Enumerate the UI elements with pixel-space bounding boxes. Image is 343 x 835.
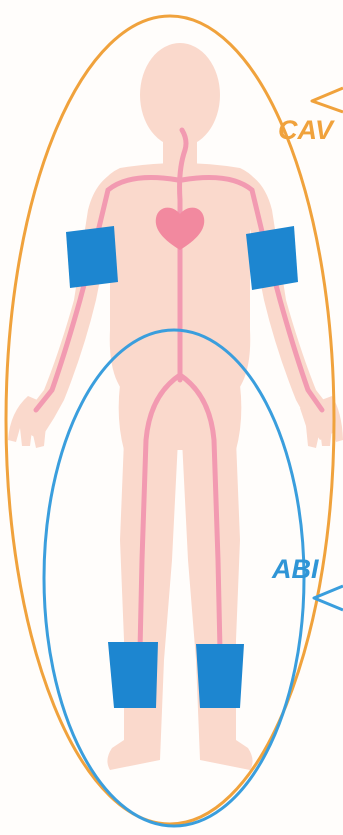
cavi-label: CAV xyxy=(278,117,333,144)
cavi-pointer-arrow xyxy=(312,88,343,112)
abi-label: ABI xyxy=(272,556,319,583)
left-arm xyxy=(22,170,124,440)
right-arm-cuff-icon xyxy=(246,226,298,290)
left-ankle-cuff-icon xyxy=(108,642,158,708)
left-arm-cuff-icon xyxy=(66,226,118,288)
right-ankle-cuff-icon xyxy=(196,644,244,708)
